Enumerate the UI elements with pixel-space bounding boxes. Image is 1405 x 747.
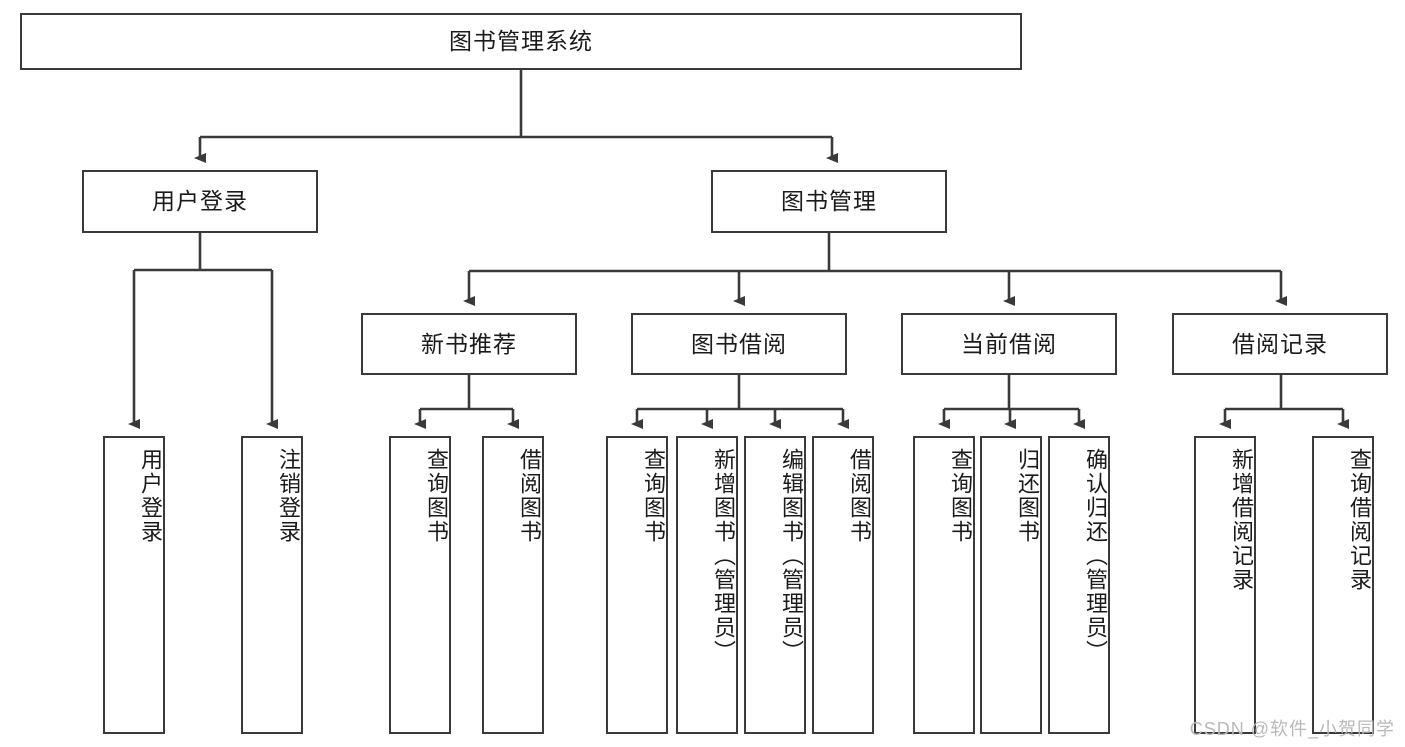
node-label: 查询图书 (424, 448, 449, 544)
leaf-borrow-add-book-admin[interactable]: 新增图书（管理员） (676, 436, 738, 734)
node-label: 用户登录 (138, 448, 163, 544)
node-label: 归还图书 (1015, 448, 1040, 544)
node-book-borrow[interactable]: 图书借阅 (631, 313, 847, 375)
node-label: 当前借阅 (961, 330, 1057, 357)
node-label: 新增借阅记录 (1229, 448, 1254, 592)
leaf-user-login-login[interactable]: 用户登录 (103, 436, 165, 734)
node-label: 借阅记录 (1232, 330, 1328, 357)
leaf-borrow-edit-book-admin[interactable]: 编辑图书（管理员） (744, 436, 806, 734)
leaf-current-query-book[interactable]: 查询图书 (913, 436, 975, 734)
leaf-current-confirm-return-admin[interactable]: 确认归还（管理员） (1048, 436, 1110, 734)
node-label: 借阅图书 (517, 448, 542, 544)
node-label: 注销登录 (276, 448, 301, 544)
node-label: 查询借阅记录 (1347, 448, 1372, 592)
leaf-recommend-borrow-book[interactable]: 借阅图书 (482, 436, 544, 734)
node-book-management[interactable]: 图书管理 (711, 170, 947, 233)
leaf-borrow-query-book[interactable]: 查询图书 (606, 436, 668, 734)
node-label: 用户登录 (152, 188, 248, 215)
node-new-book-recommend[interactable]: 新书推荐 (361, 313, 577, 375)
node-label: 借阅图书 (847, 448, 872, 544)
node-root-library-system[interactable]: 图书管理系统 (20, 13, 1022, 70)
leaf-current-return-book[interactable]: 归还图书 (980, 436, 1042, 734)
node-label: 确认归还（管理员） (1083, 448, 1108, 664)
node-borrow-record[interactable]: 借阅记录 (1172, 313, 1388, 375)
node-label: 图书管理系统 (449, 28, 593, 55)
node-label: 查询图书 (948, 448, 973, 544)
node-label: 查询图书 (641, 448, 666, 544)
node-user-login[interactable]: 用户登录 (82, 170, 318, 233)
leaf-user-login-logout[interactable]: 注销登录 (241, 436, 303, 734)
node-label: 图书管理 (781, 188, 877, 215)
node-label: 新增图书（管理员） (711, 448, 736, 664)
watermark: CSDN @软件_小贺同学 (1189, 719, 1395, 739)
node-current-borrow[interactable]: 当前借阅 (901, 313, 1117, 375)
node-label: 新书推荐 (421, 330, 517, 357)
leaf-record-query-record[interactable]: 查询借阅记录 (1312, 436, 1374, 734)
leaf-borrow-borrow-book[interactable]: 借阅图书 (812, 436, 874, 734)
node-label: 编辑图书（管理员） (779, 448, 804, 664)
leaf-record-add-record[interactable]: 新增借阅记录 (1194, 436, 1256, 734)
leaf-recommend-query-book[interactable]: 查询图书 (389, 436, 451, 734)
node-label: 图书借阅 (691, 330, 787, 357)
